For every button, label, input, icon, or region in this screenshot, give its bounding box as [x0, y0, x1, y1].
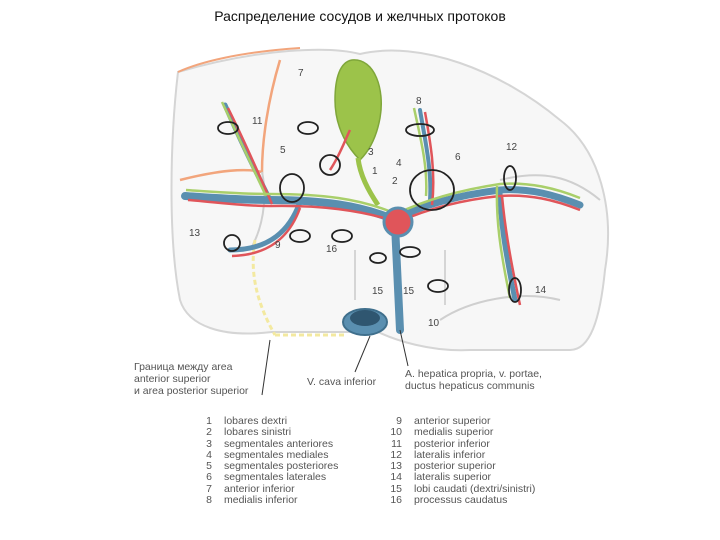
- legend-text: posterior superior: [414, 460, 496, 473]
- legend-text: segmentales mediales: [224, 448, 329, 461]
- segment-labels: 1 2 3 4 5 6 7 8 9 10 11 12 13 14 15 15 1…: [189, 68, 547, 329]
- legend-text: posterior inferior: [414, 437, 490, 450]
- label-9: 9: [275, 240, 281, 251]
- legend-item: 15 lobi caudati (dextri/sinistri): [380, 482, 536, 495]
- leader-lines: [261, 329, 409, 396]
- label-6: 6: [455, 152, 461, 163]
- legend-right: 9 anterior superior 10 medialis superior 11 p…: [380, 415, 536, 507]
- legend-text: segmentales anteriores: [224, 437, 334, 450]
- segment-line: [439, 295, 561, 321]
- legend-number: 8: [206, 494, 212, 507]
- legend-item: 5 segmentales posteriores: [190, 460, 339, 473]
- legend-text: segmentales laterales: [224, 471, 327, 484]
- label-3: 3: [368, 147, 374, 158]
- legend-item: 9 anterior superior: [380, 415, 535, 427]
- legend-item: 2 lobares sinistri: [190, 426, 338, 439]
- legend-number: 12: [390, 448, 402, 461]
- vena-cava-lumen: [350, 310, 380, 326]
- legend-text: lobares sinistri: [224, 426, 292, 439]
- legend-number: 2: [206, 426, 212, 439]
- legend-number: 15: [390, 482, 402, 495]
- legend-item: 12 lateralis inferior: [380, 448, 535, 461]
- legend-number: 5: [206, 460, 212, 473]
- legend-number: 3: [206, 437, 212, 450]
- legend-item: 13 posterior superior: [380, 460, 535, 473]
- artery-branches: [187, 107, 581, 306]
- label-15b: 15: [403, 286, 415, 297]
- label-2: 2: [392, 176, 398, 187]
- legend-left: 1 lobares dextri 2 lobares sinistri 3 segment…: [190, 415, 339, 507]
- legend-text: segmentales posteriores: [224, 460, 339, 473]
- legend-text: lobares dextri: [224, 415, 288, 427]
- legend-number: 1: [206, 415, 212, 427]
- page-title: Распределение сосудов и желчных протоков: [214, 8, 506, 24]
- legend-item: 14 lateralis superior: [380, 471, 535, 484]
- caption-border: Граница между area anterior superior и a…: [134, 361, 249, 397]
- label-15a: 15: [372, 286, 384, 297]
- bile-duct-branches: [185, 101, 581, 299]
- legend-item: 11 posterior inferior: [380, 437, 535, 450]
- legend-number: 10: [390, 426, 402, 439]
- label-5: 5: [280, 145, 286, 156]
- legend-item: 1 lobares dextri: [190, 415, 338, 427]
- label-4: 4: [396, 158, 402, 169]
- legend-item: 4 segmentales mediales: [190, 448, 338, 461]
- legend-number: 13: [390, 460, 402, 473]
- segment-line: [499, 174, 601, 201]
- label-13: 13: [189, 228, 201, 239]
- legend-text: lateralis superior: [414, 471, 492, 484]
- legend-number: 11: [391, 437, 402, 450]
- legend-text: medialis superior: [414, 426, 494, 439]
- caption-hepatica: A. hepatica propria, v. portae, ductus h…: [405, 368, 542, 392]
- legend-item: 8 medialis inferior: [190, 494, 338, 507]
- legend-text: processus caudatus: [414, 494, 508, 507]
- legend-number: 4: [206, 448, 212, 461]
- orange-border-top: [177, 47, 301, 73]
- legend-number: 9: [396, 415, 402, 427]
- legend-text: anterior superior: [414, 415, 491, 427]
- label-11: 11: [252, 116, 263, 127]
- legend-text: medialis inferior: [224, 494, 298, 507]
- legend-text: lateralis inferior: [414, 448, 486, 461]
- legend-text: anterior inferior: [224, 482, 295, 495]
- orange-border: [179, 59, 282, 182]
- hilum: [382, 206, 414, 238]
- legend-number: 6: [206, 471, 212, 484]
- label-1: 1: [372, 166, 378, 177]
- legend-item: 6 segmentales laterales: [190, 471, 338, 484]
- cystic-duct: [355, 157, 381, 207]
- label-12: 12: [506, 142, 518, 153]
- legend-item: 7 anterior inferior: [190, 482, 338, 495]
- legend-item: 10 medialis superior: [380, 426, 535, 439]
- legend-number: 7: [206, 482, 212, 495]
- legend-item: 16 processus caudatus: [380, 494, 535, 507]
- label-14: 14: [535, 285, 547, 296]
- legend-number: 14: [390, 471, 402, 484]
- caption-vena-cava: V. cava inferior: [307, 376, 377, 388]
- liver-outline: [170, 48, 609, 352]
- label-7: 7: [298, 68, 304, 79]
- label-16: 16: [326, 244, 338, 255]
- caudate-outline: [354, 250, 446, 305]
- legend-number: 16: [390, 494, 402, 507]
- segment-rings: [217, 121, 522, 303]
- label-10: 10: [428, 318, 440, 329]
- label-8: 8: [416, 96, 422, 107]
- legend-item: 3 segmentales anteriores: [190, 437, 338, 450]
- legend-text: lobi caudati (dextri/sinistri): [414, 482, 536, 495]
